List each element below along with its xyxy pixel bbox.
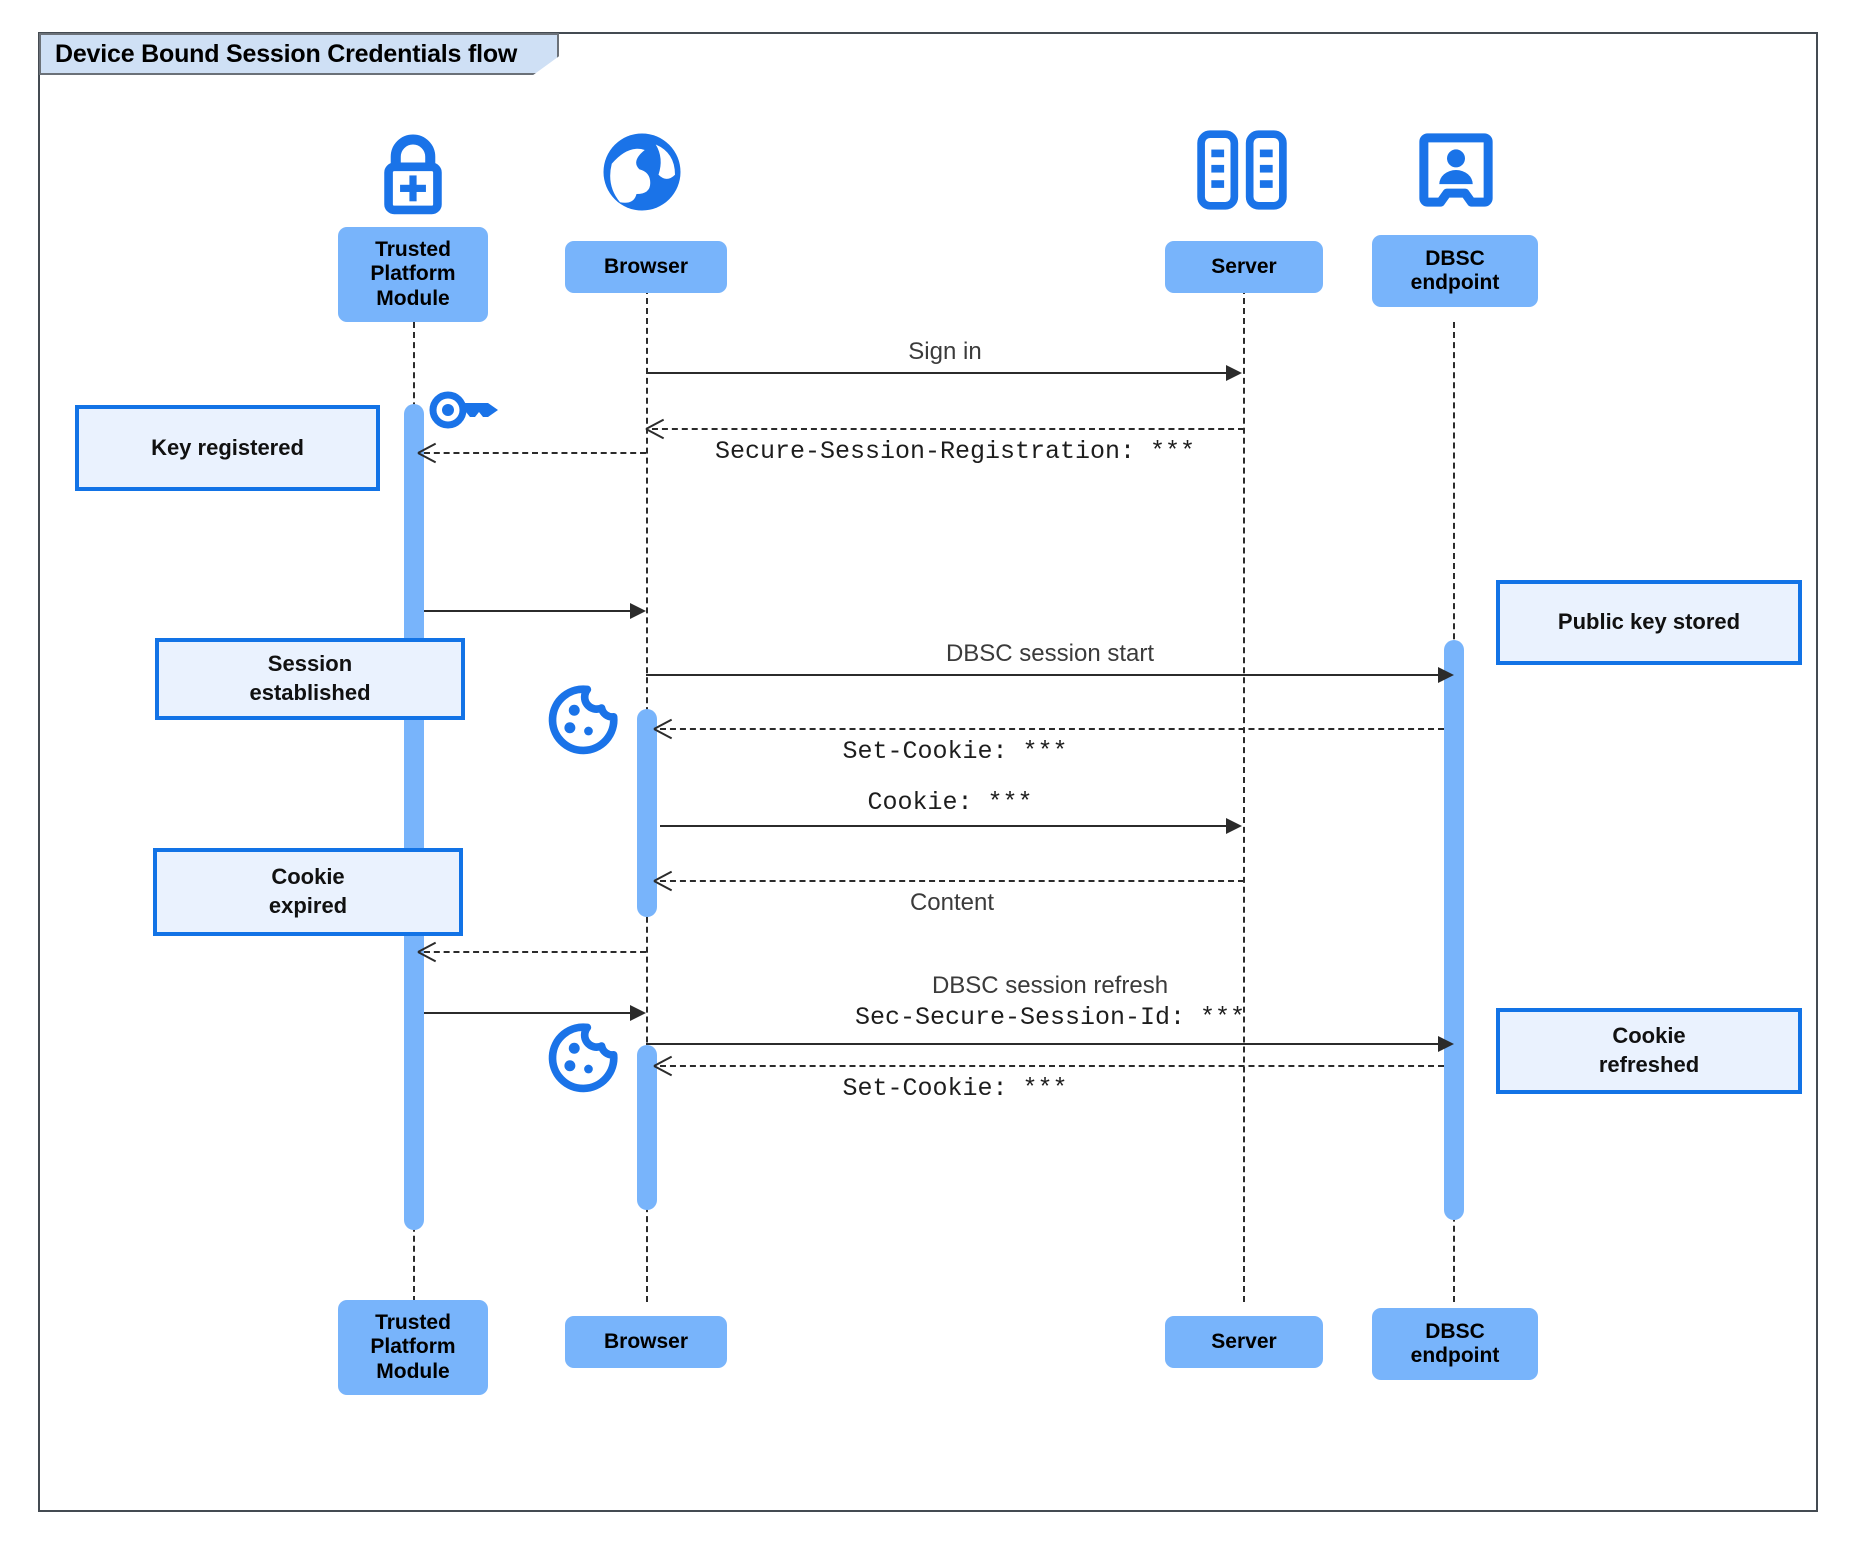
participant-browser[interactable]: Browser [565, 241, 727, 293]
participant-server-label: Server [1211, 254, 1277, 278]
participant-footer-browser[interactable]: Browser [565, 1316, 727, 1368]
note-session-established-label: Session established [249, 651, 371, 705]
message-line-signed-challenge [424, 1012, 636, 1014]
message-line-sign-challenge-request [424, 951, 646, 953]
message-line-cookie [660, 825, 1226, 827]
participant-footer-browser-label: Browser [603, 1329, 689, 1353]
activation-bar-tpm [404, 404, 424, 1230]
arrow-head-set-cookie-1 [654, 719, 674, 739]
message-label-secure-session-registration: Secure-Session-Registration: *** [714, 437, 1196, 466]
arrow-head-content [654, 871, 674, 891]
note-session-established: Session established [155, 638, 465, 720]
note-cookie-refreshed: Cookie refreshed [1496, 1008, 1802, 1094]
participant-tpm[interactable]: Trusted Platform Module [338, 227, 488, 322]
globe-icon [598, 128, 686, 216]
participant-footer-tpm-label: Trusted Platform Module [370, 1311, 456, 1383]
id-badge-icon [1419, 130, 1493, 210]
note-cookie-refreshed-label: Cookie refreshed [1598, 1023, 1700, 1077]
message-line-key-attestation [424, 610, 636, 612]
message-label-set-cookie-2: Set-Cookie: *** [842, 1074, 1068, 1103]
cookie-icon [548, 1022, 618, 1093]
note-public-key-stored: Public key stored [1496, 580, 1802, 665]
activation-bar-browser-1 [637, 709, 657, 917]
arrow-head-signed-challenge [630, 1005, 646, 1021]
activation-bar-browser-2 [637, 1045, 657, 1210]
participant-server[interactable]: Server [1165, 241, 1323, 293]
arrow-head-cookie [1226, 818, 1242, 834]
participant-tpm-label: Trusted Platform Module [370, 238, 456, 310]
message-line-sign-in [646, 372, 1226, 374]
message-line-set-cookie-2 [660, 1065, 1444, 1067]
note-public-key-stored-label: Public key stored [1557, 609, 1741, 635]
key-icon [428, 385, 504, 435]
message-line-register-key-request [424, 452, 646, 454]
message-label-sec-secure-session-id: Sec-Secure-Session-Id: *** [854, 1003, 1246, 1032]
message-label-set-cookie-1: Set-Cookie: *** [842, 737, 1068, 766]
participant-footer-server-label: Server [1211, 1329, 1277, 1353]
arrow-head-sign-challenge-request [418, 942, 438, 962]
message-label-cookie: Cookie: *** [867, 788, 1033, 817]
message-label-content: Content [909, 889, 995, 916]
participant-dbsc[interactable]: DBSC endpoint [1372, 235, 1538, 307]
note-cookie-expired: Cookie expired [153, 848, 463, 936]
message-line-content [660, 880, 1244, 882]
participant-footer-dbsc[interactable]: DBSC endpoint [1372, 1308, 1538, 1380]
arrow-head-key-attestation [630, 603, 646, 619]
message-label-dbsc-session-refresh: DBSC session refresh [931, 972, 1169, 999]
note-key-registered: Key registered [75, 405, 380, 491]
arrow-head-sign-in [1226, 365, 1242, 381]
message-line-set-cookie-1 [660, 728, 1444, 730]
participant-footer-dbsc-label: DBSC endpoint [1410, 1319, 1500, 1367]
note-cookie-expired-label: Cookie expired [268, 864, 348, 918]
cookie-icon [548, 684, 618, 755]
diagram-frame [38, 32, 1818, 1512]
arrow-head-dbsc-session-start [1438, 667, 1454, 683]
padlock-plus-icon [367, 128, 459, 220]
note-key-registered-label: Key registered [151, 434, 304, 460]
arrow-head-sec-secure-session-id [1438, 1036, 1454, 1052]
participant-browser-label: Browser [603, 254, 689, 278]
arrow-head-register-key-request [418, 443, 438, 463]
message-label-dbsc-session-start: DBSC session start [945, 640, 1155, 667]
message-line-secure-session-registration [652, 428, 1244, 430]
message-label-sign-in: Sign in [908, 338, 982, 365]
message-line-dbsc-session-start [646, 674, 1438, 676]
participant-dbsc-label: DBSC endpoint [1410, 246, 1500, 294]
participant-footer-server[interactable]: Server [1165, 1316, 1323, 1368]
participant-footer-tpm[interactable]: Trusted Platform Module [338, 1300, 488, 1395]
server-rack-icon [1196, 130, 1288, 210]
arrow-head-set-cookie-2 [654, 1056, 674, 1076]
activation-bar-dbsc [1444, 640, 1464, 1220]
arrow-head-secure-session-registration [646, 419, 666, 439]
diagram-title: Device Bound Session Credentials flow [39, 33, 559, 75]
message-line-sec-secure-session-id [646, 1043, 1438, 1045]
lifeline-server [1243, 288, 1245, 1302]
